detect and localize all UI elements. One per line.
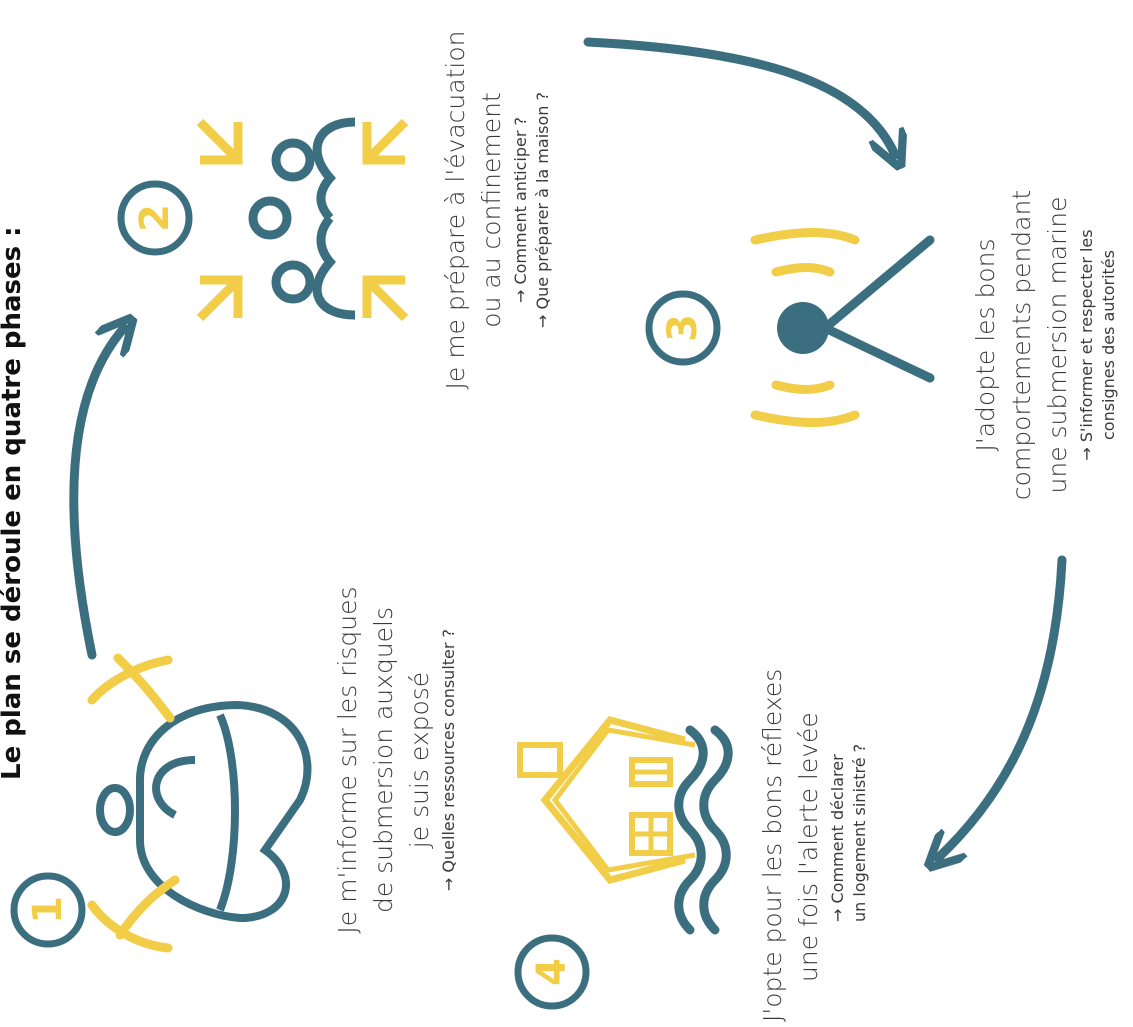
page-title: Le plan se déroule en quatre phases : (0, 226, 27, 780)
phase-4-sub-1: → Comment déclarer (828, 754, 847, 922)
phase-2-number-badge: 2 (117, 180, 193, 256)
phase-4-sub-2: un logement sinistré ? (850, 743, 869, 922)
phase-3-line-1: J'adopte les bons (971, 238, 1000, 452)
phase-3-text: J'adopte les bons comportements pendant … (968, 150, 1120, 540)
svg-text:2: 2 (132, 204, 178, 232)
phase-4-text: J'opte pour les bons réflexes une fois l… (755, 602, 871, 1022)
phase-3-sub-2: consignes des autorités (1099, 250, 1118, 440)
phase-3-line-2: comportements pendant (1007, 189, 1036, 501)
phase-2-sub-2: → Que préparer à la maison ? (533, 92, 552, 328)
phase-1-text: Je m'informe sur les risques de submersi… (330, 560, 460, 960)
arrow-1-to-2 (69, 328, 124, 660)
svg-text:4: 4 (529, 958, 575, 986)
phase-2-line-2: ou au confinement (477, 92, 506, 328)
phase-1-line-3: je suis exposé (405, 671, 434, 849)
phase-2-line-1: Je me prépare à l'évacuation (441, 30, 470, 390)
svg-text:1: 1 (25, 896, 71, 924)
phase-1-sub-1: → Quelles ressources consulter ? (439, 628, 458, 892)
phase-2-sub-1: → Comment anticiper ? (511, 116, 530, 304)
phase-3-sub-1: → S'informer et respecter les (1077, 229, 1096, 461)
gathering-people-icon (196, 117, 409, 322)
arrow-3-to-4 (938, 555, 1067, 858)
alarm-bell-icon (87, 653, 312, 953)
phase-1-number-badge: 1 (10, 872, 86, 948)
phase-4-number-badge: 4 (514, 934, 590, 1010)
phase-4-line-2: une fois l'alerte levée (794, 712, 823, 982)
phase-3-number-badge: 3 (645, 290, 721, 366)
radio-broadcast-icon (750, 228, 935, 427)
phase-4-line-1: J'opte pour les bons réflexes (758, 668, 787, 1022)
phase-1-line-1: Je m'informe sur les risques (333, 586, 362, 934)
flooded-house-icon (517, 716, 733, 935)
phase-3-line-3: une submersion marine (1043, 196, 1072, 494)
phase-2-text: Je me prépare à l'évacuation ou au confi… (438, 0, 554, 420)
arrow-2-to-3 (583, 37, 895, 155)
svg-text:3: 3 (660, 314, 706, 342)
phase-1-line-2: de submersion auxquels (369, 606, 398, 914)
